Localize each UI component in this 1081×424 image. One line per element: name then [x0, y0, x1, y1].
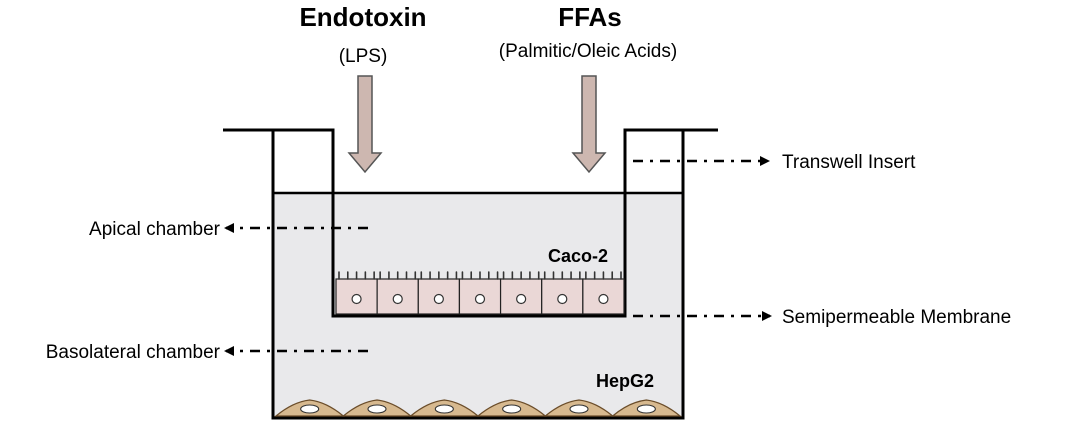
caco2-cell [335, 271, 378, 315]
endotoxin-subtitle: (LPS) [339, 46, 388, 67]
semipermeable-membrane-label: Semipermeable Membrane [782, 307, 1011, 328]
nucleus [598, 293, 609, 305]
hepg2-cell [610, 399, 682, 417]
nucleus [433, 293, 444, 305]
caco2-label: Caco-2 [548, 246, 608, 266]
ffas-title: FFAs [558, 2, 622, 32]
outer-well [271, 130, 685, 420]
hepg2-cell [476, 399, 548, 417]
nucleus [300, 404, 320, 414]
endotoxin-title: Endotoxin [299, 2, 426, 32]
endotoxin-arrow [347, 75, 383, 174]
caco2-cell [541, 271, 584, 315]
nucleus [569, 404, 589, 414]
transwell-insert-label: Transwell Insert [782, 152, 916, 173]
ffas-arrow [571, 75, 607, 174]
nucleus [636, 404, 656, 414]
apical-chamber-label: Apical chamber [89, 219, 221, 240]
caco2-cell-layer [335, 271, 625, 315]
hepg2-cell [543, 399, 615, 417]
nucleus [392, 293, 403, 305]
nucleus [351, 293, 362, 305]
nucleus [367, 404, 387, 414]
nucleus [474, 293, 486, 305]
hepg2-cell [341, 399, 413, 417]
caco2-cell [499, 271, 543, 315]
basolateral-chamber-label: Basolateral chamber [46, 342, 221, 363]
hepg2-label: HepG2 [596, 371, 654, 391]
nucleus [557, 293, 568, 305]
ffas-subtitle: (Palmitic/Oleic Acids) [499, 41, 677, 62]
hepg2-cell-layer [274, 399, 682, 417]
nucleus [502, 404, 522, 414]
nucleus [434, 404, 454, 414]
caco2-cell [582, 271, 625, 315]
caco2-cell [376, 271, 419, 315]
nucleus [516, 293, 527, 305]
hepg2-cell [408, 399, 480, 417]
hepg2-cell [274, 399, 346, 417]
caco2-cell [417, 271, 461, 315]
